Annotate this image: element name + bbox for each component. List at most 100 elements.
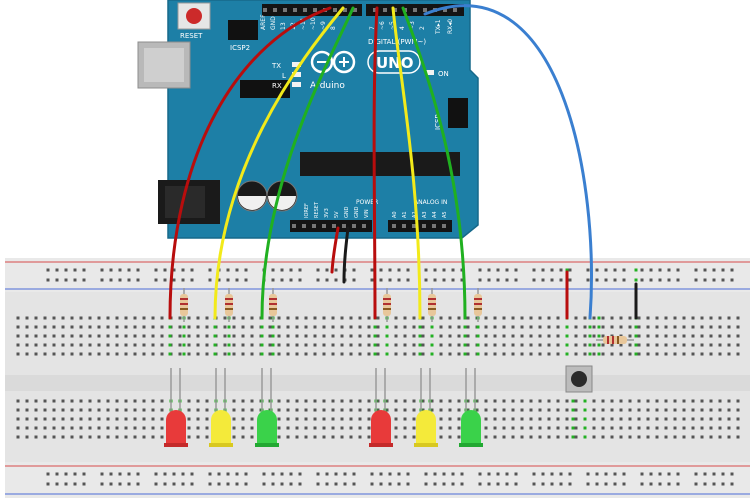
breadboard-hole	[52, 426, 56, 430]
breadboard-hole	[592, 417, 596, 421]
breadboard-hole	[397, 268, 401, 272]
breadboard-hole	[583, 343, 587, 347]
breadboard-hole	[182, 352, 186, 356]
breadboard-hole	[304, 316, 308, 320]
breadboard-hole	[667, 278, 671, 282]
breadboard-hole	[476, 352, 480, 356]
breadboard-hole	[514, 268, 518, 272]
breadboard-hole	[55, 268, 59, 272]
breadboard-hole	[550, 268, 554, 272]
microcontroller-chip	[300, 152, 460, 176]
breadboard-hole	[241, 417, 245, 421]
breadboard-hole	[460, 482, 464, 486]
led-red-2	[369, 410, 393, 447]
breadboard-hole	[588, 334, 592, 338]
breadboard-hole	[673, 426, 677, 430]
breadboard-hole	[349, 334, 353, 338]
breadboard-hole	[673, 399, 677, 403]
push-button-cap[interactable]	[571, 371, 587, 387]
breadboard-hole	[574, 426, 578, 430]
breadboard-hole	[331, 334, 335, 338]
breadboard-hole	[634, 334, 638, 338]
breadboard-hole	[52, 435, 56, 439]
breadboard-hole	[61, 435, 65, 439]
breadboard-hole	[613, 482, 617, 486]
breadboard-hole	[196, 435, 200, 439]
breadboard-hole	[406, 472, 410, 476]
reset-button-cap[interactable]	[186, 8, 202, 24]
breadboard-hole	[476, 334, 480, 338]
breadboard-hole	[325, 278, 329, 282]
breadboard-hole	[232, 316, 236, 320]
breadboard-hole	[664, 426, 668, 430]
breadboard-hole	[25, 435, 29, 439]
breadboard-hole	[430, 343, 434, 347]
breadboard-hole	[478, 472, 482, 476]
breadboard-hole	[70, 316, 74, 320]
breadboard-hole	[433, 472, 437, 476]
breadboard-hole	[673, 316, 677, 320]
breadboard-hole	[25, 408, 29, 412]
breadboard-hole	[655, 426, 659, 430]
breadboard-hole	[115, 426, 119, 430]
breadboard-hole	[367, 399, 371, 403]
breadboard-hole	[718, 343, 722, 347]
breadboard-hole	[298, 278, 302, 282]
breadboard-hole	[118, 472, 122, 476]
breadboard-hole	[316, 482, 320, 486]
breadboard-hole	[595, 482, 599, 486]
header-pin	[432, 224, 436, 228]
breadboard-hole	[538, 343, 542, 347]
breadboard-hole	[484, 352, 488, 356]
breadboard-hole	[592, 334, 596, 338]
header-pin	[443, 8, 447, 12]
breadboard-hole	[34, 325, 38, 329]
breadboard-hole	[385, 352, 389, 356]
breadboard-hole	[187, 417, 191, 421]
header-pin	[362, 224, 366, 228]
breadboard-hole	[709, 435, 713, 439]
breadboard-hole	[109, 278, 113, 282]
breadboard-hole	[268, 352, 272, 356]
breadboard-hole	[142, 399, 146, 403]
breadboard-hole	[574, 343, 578, 347]
breadboard-hole	[70, 334, 74, 338]
breadboard-hole	[232, 399, 236, 403]
breadboard-hole	[493, 426, 497, 430]
breadboard-hole	[529, 343, 533, 347]
breadboard-hole	[514, 278, 518, 282]
breadboard-hole	[403, 399, 407, 403]
resistors	[180, 288, 634, 344]
breadboard-hole	[260, 352, 264, 356]
breadboard-hole	[16, 343, 20, 347]
breadboard-hole	[182, 334, 186, 338]
breadboard-hole	[61, 417, 65, 421]
breadboard-hole	[70, 325, 74, 329]
push-button[interactable]	[565, 365, 593, 393]
breadboard-hole	[412, 343, 416, 347]
breadboard-hole	[721, 268, 725, 272]
breadboard-hole	[718, 417, 722, 421]
breadboard-hole	[136, 278, 140, 282]
breadboard-hole	[304, 435, 308, 439]
breadboard-hole	[439, 426, 443, 430]
breadboard-hole	[628, 417, 632, 421]
header-pin	[352, 224, 356, 228]
breadboard-hole	[182, 325, 186, 329]
breadboard-hole	[79, 352, 83, 356]
breadboard-hole	[160, 399, 164, 403]
arduino-uno-board: RESET ICSP2 AREF GND 13 12 ~11 ~10 ~9 8 …	[137, 0, 479, 239]
breadboard-hole	[565, 343, 569, 347]
breadboard-hole	[286, 325, 290, 329]
breadboard-hole	[571, 408, 575, 412]
breadboard-hole	[46, 278, 50, 282]
d2-label: 2	[419, 26, 426, 30]
header-pin	[373, 8, 377, 12]
breadboard-hole	[250, 435, 254, 439]
breadboard-hole	[322, 399, 326, 403]
breadboard-hole	[439, 316, 443, 320]
breadboard-hole	[565, 417, 569, 421]
breadboard-hole	[142, 334, 146, 338]
breadboard-hole	[619, 408, 623, 412]
